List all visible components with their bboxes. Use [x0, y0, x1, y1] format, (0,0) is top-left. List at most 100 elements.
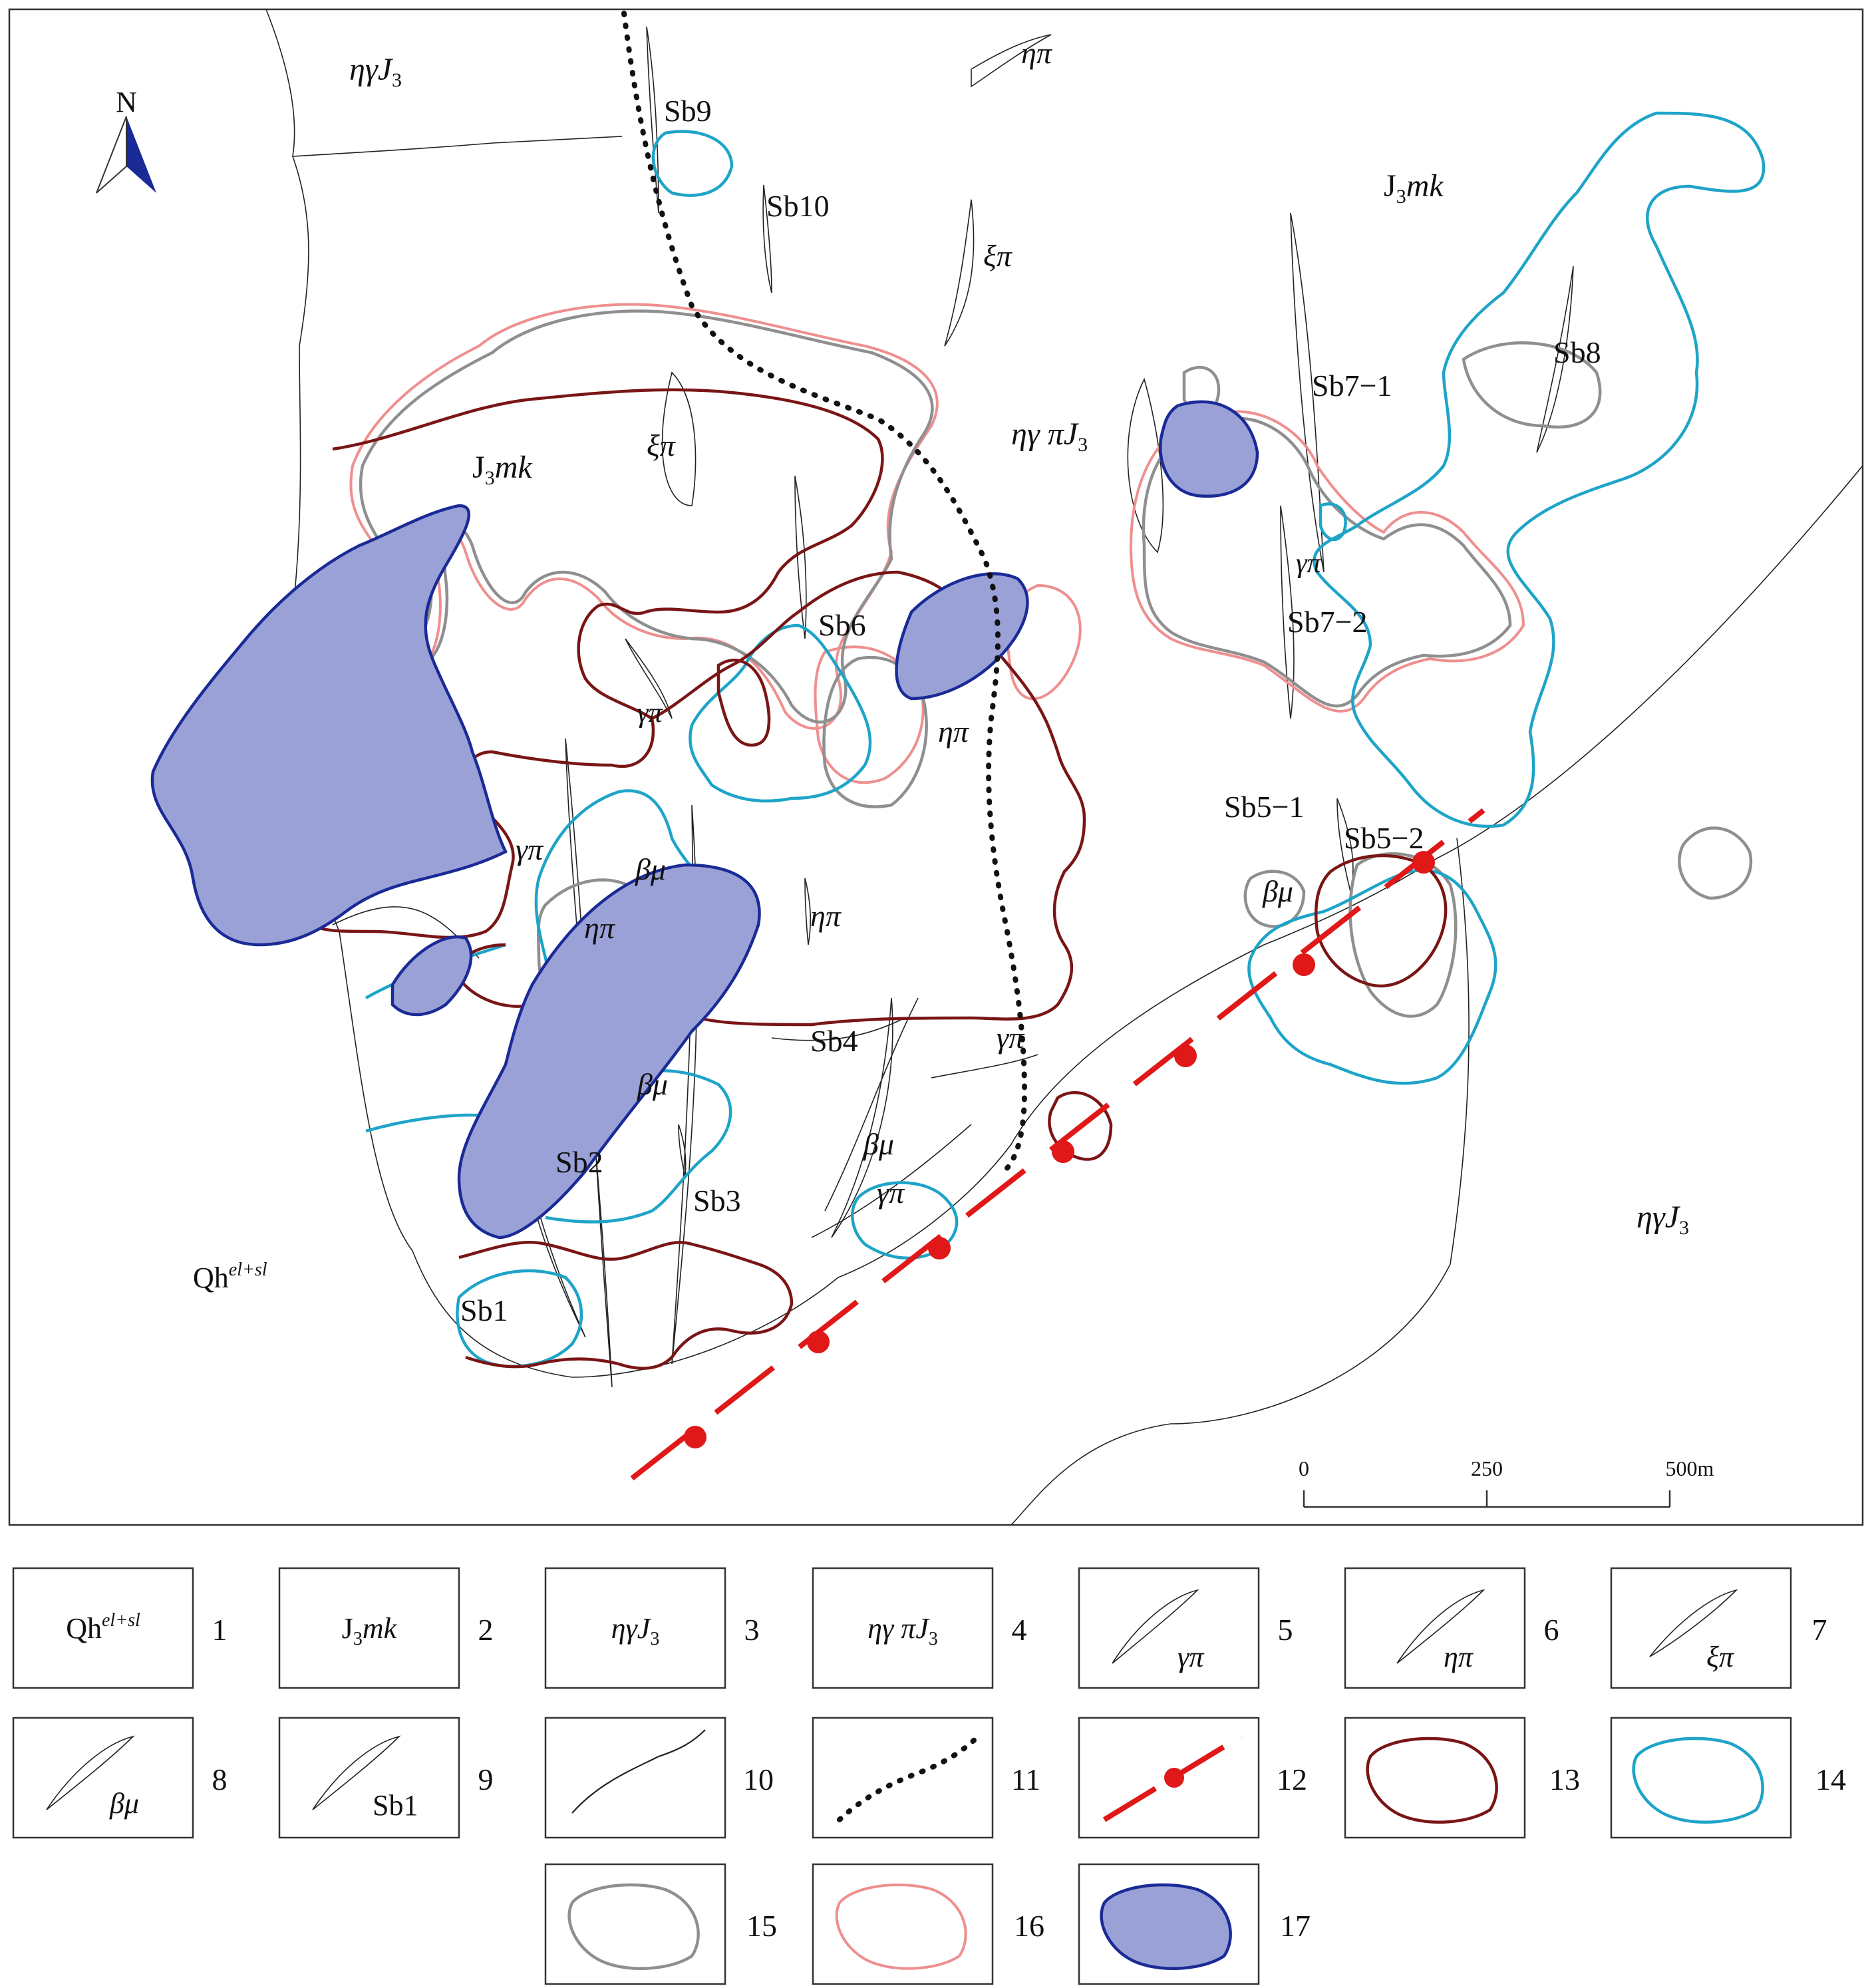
- scale-tick-500: 500m: [1666, 1456, 1714, 1480]
- dyke-label: βμ: [863, 1127, 894, 1161]
- ore-label-sb3: Sb3: [693, 1184, 741, 1218]
- legend-num-16: 16: [1014, 1909, 1044, 1943]
- legend-symbol-10: [571, 1729, 706, 1814]
- unit-etagj3-top: ηγJ3: [349, 52, 402, 91]
- dyke-label: γπ: [1296, 548, 1322, 579]
- anomaly-17-filled: [150, 400, 1259, 1240]
- legend-symbol-15: [567, 1883, 700, 1970]
- dyke-label: γπ: [637, 698, 663, 729]
- legend-box-15: [544, 1863, 726, 1985]
- legend-box-8: [12, 1717, 194, 1839]
- ore-label-sb9: Sb9: [664, 94, 712, 128]
- ore-label-sb4: Sb4: [810, 1024, 858, 1058]
- legend-num-13: 13: [1549, 1762, 1580, 1796]
- legend-num-1: 1: [212, 1613, 228, 1647]
- legend-box-7: [1610, 1567, 1792, 1689]
- unit-j3mk-left: J3mk: [472, 450, 533, 489]
- dyke-label: ξπ: [647, 428, 677, 462]
- ore-label-sb7-1: Sb7−1: [1312, 369, 1392, 403]
- dyke-label: ηπ: [938, 715, 970, 748]
- fault-dot: [684, 1426, 706, 1448]
- anomaly-16-outlines: [349, 303, 1525, 784]
- legend-symbol-11: [837, 1734, 981, 1822]
- fault-dot: [1174, 1045, 1197, 1067]
- legend: Qhel+sl 1 J3mk 2 ηγJ3 3 ηγ πJ3 4 γπ 5 ηπ…: [12, 1567, 1846, 1985]
- legend-num-8: 8: [212, 1762, 228, 1796]
- legend-num-15: 15: [746, 1909, 777, 1943]
- legend-num-17: 17: [1280, 1909, 1311, 1943]
- ore-label-sb5-2: Sb5−2: [1344, 821, 1424, 855]
- scale-bar: 0 250 500m: [1299, 1456, 1714, 1508]
- fault-dot: [807, 1331, 830, 1353]
- dyke-label: ηπ: [1021, 36, 1053, 70]
- legend-symbol-13: [1366, 1737, 1498, 1824]
- unit-qh: Qhel+sl: [193, 1259, 267, 1294]
- ore-label-sb7-2: Sb7−2: [1287, 605, 1368, 639]
- ore-body-labels: Sb9 Sb10 Sb8 Sb7−1 Sb7−2 Sb6 Sb5−1 Sb5−2…: [460, 94, 1601, 1327]
- legend-num-7: 7: [1812, 1613, 1827, 1647]
- dyke-label: βμ: [635, 852, 666, 886]
- legend-symbol-1: Qhel+sl: [66, 1610, 140, 1645]
- unit-etagj3-right: ηγJ3: [1637, 1200, 1689, 1239]
- legend-symbol-17: [1100, 1883, 1232, 1970]
- legend-symbol-7: ξπ: [1706, 1641, 1735, 1673]
- fault-dot: [1412, 851, 1435, 874]
- dyke-label: βμ: [1262, 874, 1293, 908]
- legend-box-5: [1078, 1567, 1260, 1689]
- legend-symbol-8: βμ: [109, 1787, 139, 1820]
- north-arrow: N: [96, 86, 156, 194]
- anomaly-13-outlines: [319, 388, 1448, 1370]
- legend-symbol-2: J3mk: [342, 1612, 398, 1649]
- dyke-label: γπ: [997, 1021, 1025, 1055]
- north-label: N: [116, 86, 137, 118]
- ore-label-sb5-1: Sb5−1: [1224, 790, 1305, 824]
- legend-symbol-6: ηπ: [1444, 1641, 1474, 1673]
- fault-dots: [684, 851, 1435, 1448]
- legend-symbol-4: ηγ πJ3: [867, 1612, 938, 1649]
- ore-label-sb6: Sb6: [818, 608, 866, 642]
- ore-label-sb2: Sb2: [555, 1145, 603, 1179]
- dyke-label: ηπ: [810, 899, 842, 933]
- legend-symbol-3: ηγJ3: [611, 1612, 660, 1649]
- legend-symbol-9: Sb1: [373, 1789, 418, 1822]
- dyke-label: ξπ: [983, 239, 1013, 273]
- legend-symbol-5: γπ: [1177, 1641, 1205, 1673]
- legend-symbol-16: [835, 1883, 967, 1970]
- ore-label-sb8: Sb8: [1553, 335, 1601, 369]
- legend-num-3: 3: [744, 1613, 760, 1647]
- dyke-label: γπ: [516, 832, 544, 866]
- legend-box-9: [278, 1717, 460, 1839]
- fault-dot: [928, 1237, 951, 1259]
- ore-label-sb1: Sb1: [460, 1293, 508, 1327]
- legend-num-11: 11: [1011, 1762, 1040, 1796]
- legend-num-6: 6: [1544, 1613, 1559, 1647]
- fault-dot: [1052, 1140, 1074, 1163]
- legend-box-6: [1344, 1567, 1526, 1689]
- dyke-labels: ηπ ξπ ξπ γπ γπ γπ γπ γπ ηπ ηπ ηπ βμ βμ β…: [516, 36, 1322, 1210]
- dyke-label: βμ: [637, 1067, 668, 1101]
- legend-box-4: [812, 1567, 994, 1689]
- legend-num-9: 9: [478, 1762, 494, 1796]
- unit-etagpj3: ηγ πJ3: [1011, 416, 1088, 456]
- legend-box-14: [1610, 1717, 1792, 1839]
- dyke-label: γπ: [877, 1176, 905, 1210]
- legend-num-14: 14: [1815, 1762, 1846, 1796]
- legend-num-12: 12: [1277, 1762, 1307, 1796]
- legend-num-5: 5: [1278, 1613, 1293, 1647]
- legend-box-13: [1344, 1717, 1526, 1839]
- scale-tick-0: 0: [1299, 1456, 1309, 1480]
- dyke-label: ηπ: [584, 911, 616, 945]
- ore-label-sb10: Sb10: [766, 189, 830, 223]
- legend-num-4: 4: [1012, 1613, 1027, 1647]
- map-frame: [8, 8, 1864, 1526]
- legend-box-2: [278, 1567, 460, 1689]
- legend-box-1: [12, 1567, 194, 1689]
- legend-box-3: [544, 1567, 726, 1689]
- legend-num-2: 2: [478, 1613, 494, 1647]
- legend-symbol-14: [1632, 1737, 1764, 1824]
- fault-dot: [1293, 953, 1315, 976]
- scale-tick-250: 250: [1471, 1456, 1503, 1480]
- unit-j3mk-top: J3mk: [1384, 168, 1444, 208]
- legend-num-10: 10: [743, 1762, 774, 1796]
